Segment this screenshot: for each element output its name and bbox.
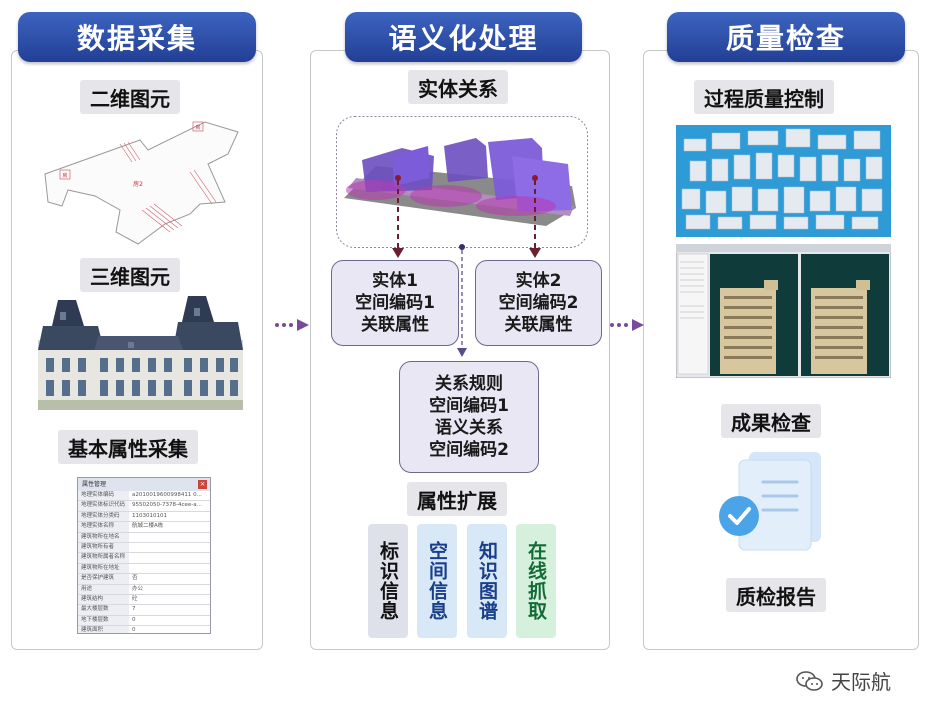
attribute-value xyxy=(129,563,210,574)
attribute-table-row: 用途办公 xyxy=(78,584,210,595)
plan-room-label: 房2 xyxy=(133,180,143,188)
header-data-collection: 数据采集 xyxy=(18,12,256,62)
attribute-key: 建筑物所有者 xyxy=(78,542,129,553)
attribute-key: 建筑物所属者名称 xyxy=(78,553,129,563)
relation-rule-line: 关系规则 xyxy=(435,374,503,394)
attribute-value xyxy=(129,553,210,563)
attribute-key: 用途 xyxy=(78,584,129,594)
tag-knowledge-graph: 知识图谱 xyxy=(467,524,507,638)
entity-1-space-code: 空间编码1 xyxy=(355,293,435,313)
attribute-value: 7 xyxy=(129,605,210,615)
quality-software-screenshot xyxy=(676,244,891,378)
attribute-table-row: 建筑物所在地名 xyxy=(78,532,210,543)
tag-spatial-info: 空间信息 xyxy=(417,524,457,638)
label-entity-relation: 实体关系 xyxy=(408,70,508,104)
attribute-value: 砼 xyxy=(129,594,210,605)
entity-2-space-code: 空间编码2 xyxy=(498,293,579,313)
wechat-icon xyxy=(796,670,823,691)
entity-1-attribute: 关联属性 xyxy=(361,315,429,335)
attribute-value: 否 xyxy=(129,574,210,584)
close-icon: × xyxy=(198,480,207,489)
attribute-value xyxy=(129,542,210,553)
attribute-table-row: 建筑结构砼 xyxy=(78,594,210,606)
relation-rule-line: 语义关系 xyxy=(435,418,503,438)
attribute-value: 办公 xyxy=(129,584,210,594)
attribute-key: 是否保护建筑 xyxy=(78,574,129,584)
attribute-key: 地理实体分类码 xyxy=(78,511,129,522)
plan-room-label: 房 xyxy=(195,124,200,131)
relation-rule-line: 空间编码1 xyxy=(429,396,509,416)
attribute-value xyxy=(129,532,210,542)
relation-rule-box: 关系规则 空间编码1 语义关系 空间编码2 xyxy=(399,361,539,473)
flow-arrow-right xyxy=(610,319,644,331)
city-model-image xyxy=(676,125,891,237)
attribute-value: 1103010101 xyxy=(129,511,210,522)
chateau-3d-model-image xyxy=(38,296,243,410)
entity-1-name: 实体1 xyxy=(372,271,418,291)
label-basic-attribute-collection: 基本属性采集 xyxy=(58,430,198,464)
attribute-value: 0 xyxy=(129,615,210,626)
watermark-text: 天际航 xyxy=(831,670,891,694)
label-attribute-extension: 属性扩展 xyxy=(407,482,507,516)
relation-arrows xyxy=(392,180,541,357)
watermark: 天际航 xyxy=(795,666,891,695)
attribute-key: 建筑结构 xyxy=(78,594,129,605)
header-quality-inspection: 质量检查 xyxy=(667,12,905,62)
entity-box-2: 实体2 空间编码2 关联属性 xyxy=(475,260,602,346)
attribute-key: 建筑面积 xyxy=(78,626,129,633)
plan-room-label: 房 xyxy=(62,172,67,179)
label-3d-elements: 三维图元 xyxy=(80,258,180,292)
attribute-value: 0 xyxy=(129,626,210,633)
attribute-table-title: 属性管理 × xyxy=(78,478,210,491)
attribute-key: 地下楼层数 xyxy=(78,615,129,626)
floor-plan-image: 房 房 房2 xyxy=(44,121,239,245)
tag-identification-info: 标识信息 xyxy=(368,524,408,638)
label-result-inspection: 成果检查 xyxy=(721,404,821,438)
attribute-key: 地理实体编码 xyxy=(78,491,129,501)
attribute-key: 建筑物所在地名 xyxy=(78,532,129,542)
attribute-table-row: 地理实体名称航城二楼A栋 xyxy=(78,522,210,533)
header-semantic-processing: 语义化处理 xyxy=(345,12,582,62)
attribute-key: 最大楼层数 xyxy=(78,605,129,615)
attribute-value: 95502050-7378-4cee-a... xyxy=(129,501,210,511)
document-check-icon xyxy=(719,452,821,551)
attribute-key: 地理实体名称 xyxy=(78,522,129,532)
attribute-table-row: 建筑物所属者名称 xyxy=(78,553,210,564)
tag-online-crawl: 在线抓取 xyxy=(516,524,556,638)
attribute-table-row: 建筑物所有者 xyxy=(78,542,210,554)
attribute-value: a2010019600998411 0... xyxy=(129,491,210,501)
attribute-key: 地理实体标识代码 xyxy=(78,501,129,511)
label-quality-report: 质检报告 xyxy=(726,578,826,612)
relation-rule-line: 空间编码2 xyxy=(429,440,509,460)
label-process-quality-control: 过程质量控制 xyxy=(694,80,834,114)
attribute-key: 建筑物所在地址 xyxy=(78,563,129,574)
attribute-table-row: 建筑物所在地址 xyxy=(78,563,210,575)
attribute-value: 航城二楼A栋 xyxy=(129,522,210,532)
entity-2-name: 实体2 xyxy=(515,271,562,291)
attribute-table-row: 是否保护建筑否 xyxy=(78,574,210,585)
entity-2-attribute: 关联属性 xyxy=(504,315,573,335)
entity-box-1: 实体1 空间编码1 关联属性 xyxy=(331,260,459,346)
flow-arrow-left xyxy=(275,319,309,331)
label-2d-elements: 二维图元 xyxy=(80,80,180,114)
